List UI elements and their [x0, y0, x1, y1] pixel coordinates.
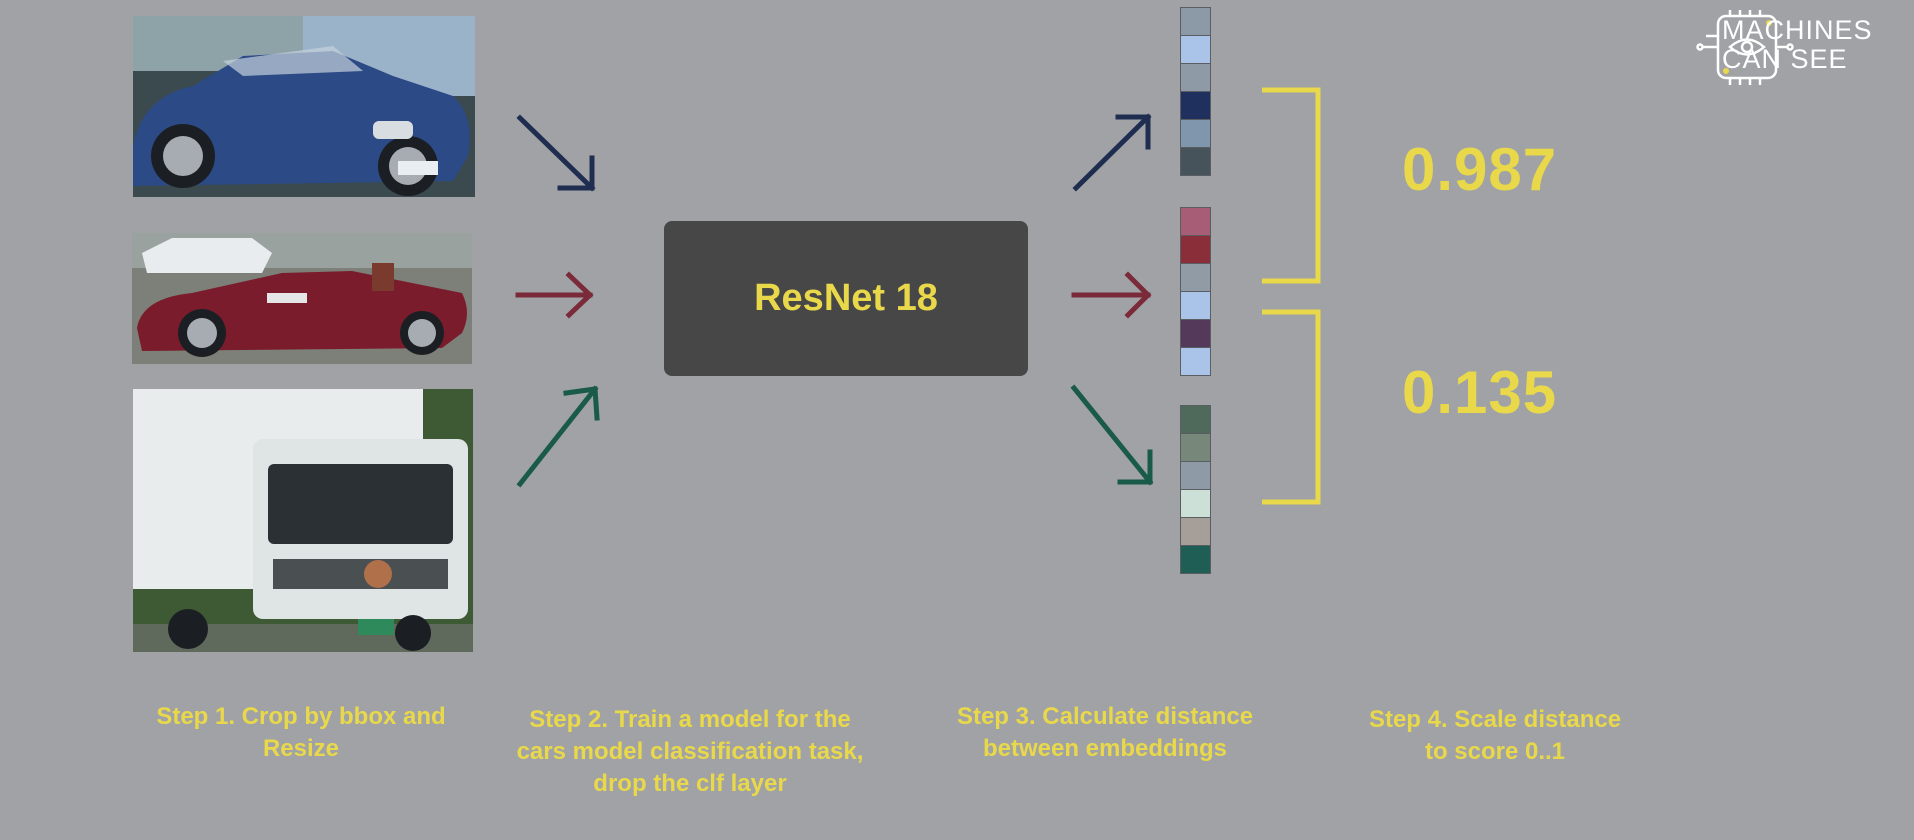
embedding-cell	[1180, 63, 1211, 92]
step-3-caption: Step 3. Calculate distance between embed…	[956, 703, 1254, 762]
arrow-green-in	[516, 385, 600, 488]
embedding-cell	[1180, 347, 1211, 376]
embedding-cell	[1180, 35, 1211, 64]
embedding-cell	[1180, 235, 1211, 264]
embedding-cell	[1180, 433, 1211, 462]
arrow-blue-in	[516, 114, 596, 192]
model-label: ResNet 18	[754, 277, 938, 319]
embedding-cell	[1180, 461, 1211, 490]
embedding-cell	[1180, 489, 1211, 518]
logo-line-2: CAN SEE	[1722, 44, 1848, 74]
embedding-cell	[1180, 263, 1211, 292]
embedding-red-car	[1180, 207, 1211, 376]
embedding-cell	[1180, 91, 1211, 120]
step-4-caption: Step 4. Scale distance to score 0..1	[1368, 706, 1622, 765]
embedding-cell	[1180, 405, 1211, 434]
arrow-blue-out	[1072, 113, 1152, 192]
arrow-red-in	[515, 271, 594, 319]
embedding-cell	[1180, 7, 1211, 36]
white-box-truck-image	[133, 389, 473, 652]
embedding-truck	[1180, 405, 1211, 574]
embedding-cell	[1180, 207, 1211, 236]
embedding-cell	[1180, 119, 1211, 148]
embedding-cell	[1180, 517, 1211, 546]
arrow-green-out	[1070, 384, 1154, 486]
bracket-bottom	[1262, 309, 1321, 505]
step-2-caption: Step 2. Train a model for the cars model…	[516, 706, 864, 797]
chip-eye-logo-icon	[1696, 10, 1794, 85]
step-1-caption: Step 1. Crop by bbox and Resize	[156, 703, 446, 762]
embedding-cell	[1180, 291, 1211, 320]
red-convertible-car-image	[132, 233, 472, 364]
logo-text: MACHINES CAN SEE	[1722, 16, 1873, 74]
embedding-blue-car	[1180, 7, 1211, 176]
similarity-score-high: 0.987	[1402, 136, 1558, 203]
bracket-top	[1262, 87, 1321, 284]
embedding-cell	[1180, 319, 1211, 348]
embedding-cell	[1180, 545, 1211, 574]
embedding-cell	[1180, 147, 1211, 176]
arrow-red-out	[1071, 271, 1152, 319]
blue-convertible-car-image	[133, 16, 475, 197]
model-box: ResNet 18	[664, 221, 1028, 376]
logo-line-1: MACHINES	[1722, 15, 1873, 45]
similarity-score-low: 0.135	[1402, 359, 1558, 426]
